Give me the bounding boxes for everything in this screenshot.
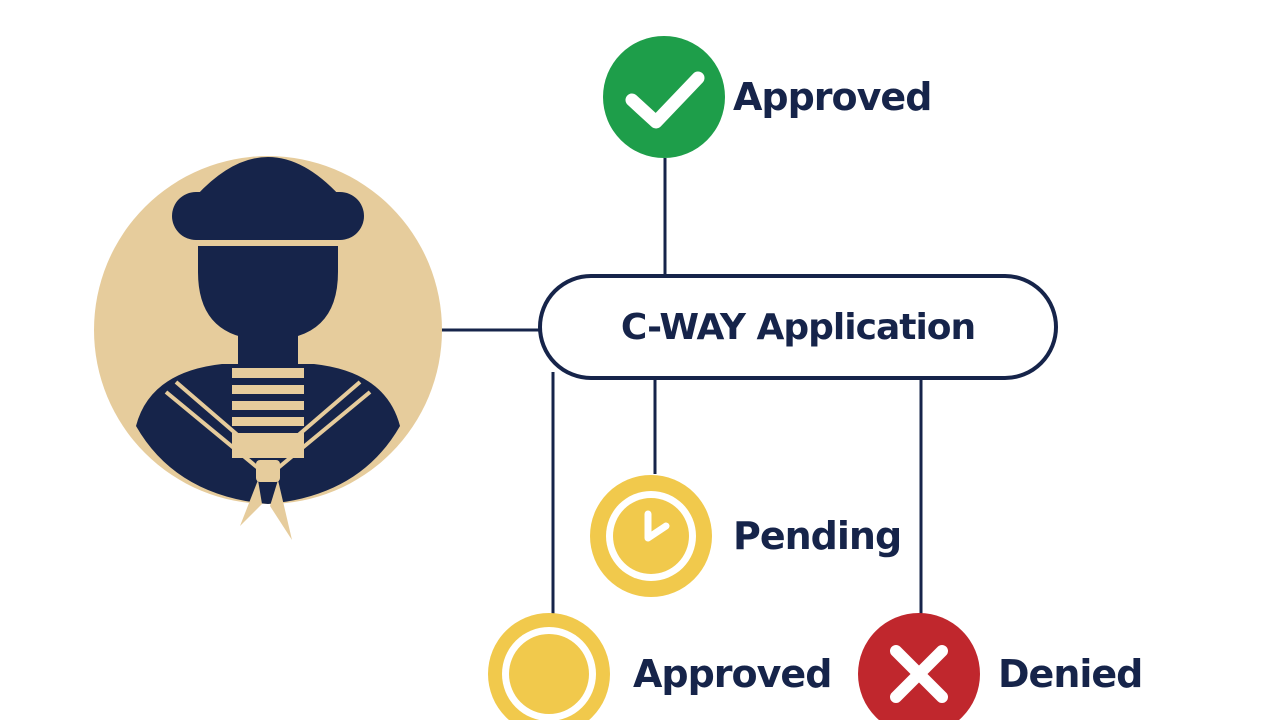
approved-bottom-label: Approved (633, 652, 832, 696)
c-way-application-node: C-WAY Application (538, 274, 1058, 380)
sailor-cap (196, 157, 340, 196)
c-way-application-label: C-WAY Application (620, 306, 976, 348)
sailor-icon (94, 156, 442, 540)
approved-top-label: Approved (733, 75, 932, 119)
connector-lines (440, 158, 923, 614)
denied-label: Denied (998, 652, 1143, 696)
x-mark (890, 645, 948, 703)
pending-label: Pending (733, 514, 902, 558)
sailor-head (198, 246, 338, 340)
sailor-neckerchief (240, 460, 292, 540)
approved-top-icon (603, 36, 725, 158)
clock-hands (644, 510, 670, 542)
sailor-cap-band (172, 192, 364, 240)
circle-core (509, 634, 589, 714)
pending-icon (590, 475, 712, 597)
check-mark (625, 71, 705, 129)
check-icon (603, 36, 725, 158)
sailor-shirt-stripes (232, 368, 304, 458)
denied-icon (858, 613, 980, 720)
approved-bottom-icon (488, 613, 610, 720)
sailor-collar (164, 380, 372, 470)
